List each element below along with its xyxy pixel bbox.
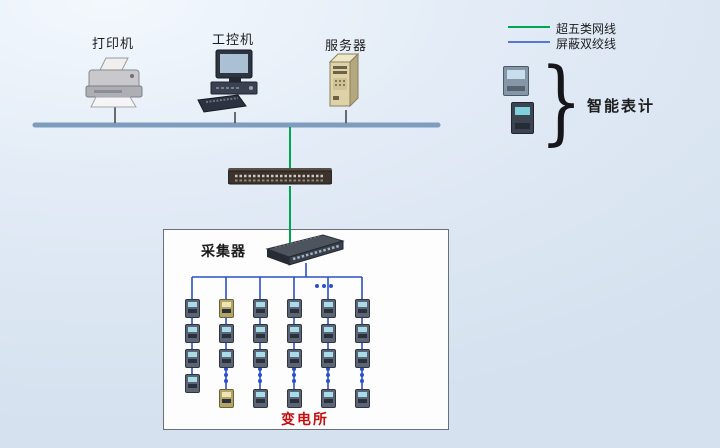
ipc-label: 工控机 (212, 33, 255, 48)
meter-icon (321, 389, 336, 408)
legend-cat5e-label: 超五类网线 (556, 22, 617, 36)
meter-icon (355, 389, 370, 408)
meter-icon (321, 299, 336, 318)
meter-icon (355, 349, 370, 368)
collector-label: 采集器 (201, 244, 246, 260)
smart-meter-icon-1 (503, 66, 529, 96)
continuation-dots (224, 284, 364, 383)
printer-label: 打印机 (92, 37, 135, 52)
meter-icon (185, 374, 200, 393)
collector-icon (265, 233, 345, 267)
cat5e-lines (289, 26, 550, 244)
meter-icon (321, 349, 336, 368)
meter-icon (287, 349, 302, 368)
industrial-pc-icon (196, 48, 274, 114)
switch-icon (228, 166, 332, 186)
server-icon (320, 50, 372, 112)
meter-icon (287, 299, 302, 318)
meter-icon (219, 389, 234, 408)
meter-icon (355, 299, 370, 318)
meter-icon (253, 299, 268, 318)
meter-icon (185, 299, 200, 318)
meter-icon (287, 389, 302, 408)
server-label: 服务器 (325, 39, 368, 54)
legend-stp-label: 屏蔽双绞线 (556, 37, 617, 51)
meter-icon (185, 324, 200, 343)
meter-icon (185, 349, 200, 368)
meter-icon (287, 324, 302, 343)
substation-box (163, 229, 449, 430)
meter-icon (253, 389, 268, 408)
device-drop-lines (114, 106, 347, 123)
meter-icon (253, 349, 268, 368)
meter-icon (355, 324, 370, 343)
smart-meter-icon-2 (511, 102, 534, 134)
substation-label: 变电所 (281, 412, 329, 428)
printer-icon (82, 56, 148, 110)
meter-icon (219, 324, 234, 343)
meter-icon (219, 349, 234, 368)
smart-meter-label: 智能表计 (587, 97, 656, 115)
brace-icon: } (540, 48, 583, 155)
meter-icon (253, 324, 268, 343)
meter-icon (321, 324, 336, 343)
meter-icon (219, 299, 234, 318)
